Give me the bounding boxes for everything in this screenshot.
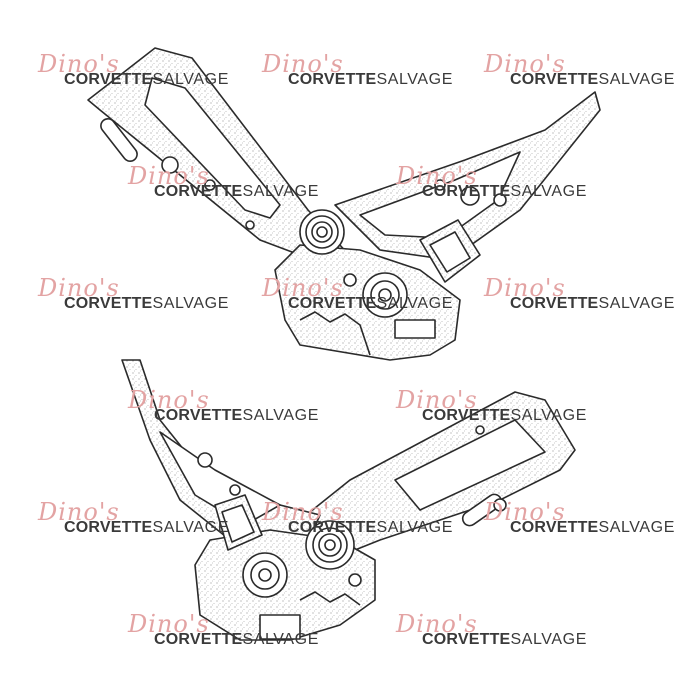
lower-gear <box>242 552 288 598</box>
lower-spring <box>305 520 355 570</box>
lower-regulator <box>121 359 576 641</box>
upper-regulator <box>87 47 601 361</box>
upper-gear <box>362 272 408 318</box>
upper-motor <box>419 219 481 283</box>
lower-motor <box>214 494 263 551</box>
lower-arm-window <box>394 419 546 511</box>
upper-arm-window <box>144 77 281 219</box>
lower-short-arm <box>121 359 321 561</box>
upper-spring <box>299 209 345 255</box>
